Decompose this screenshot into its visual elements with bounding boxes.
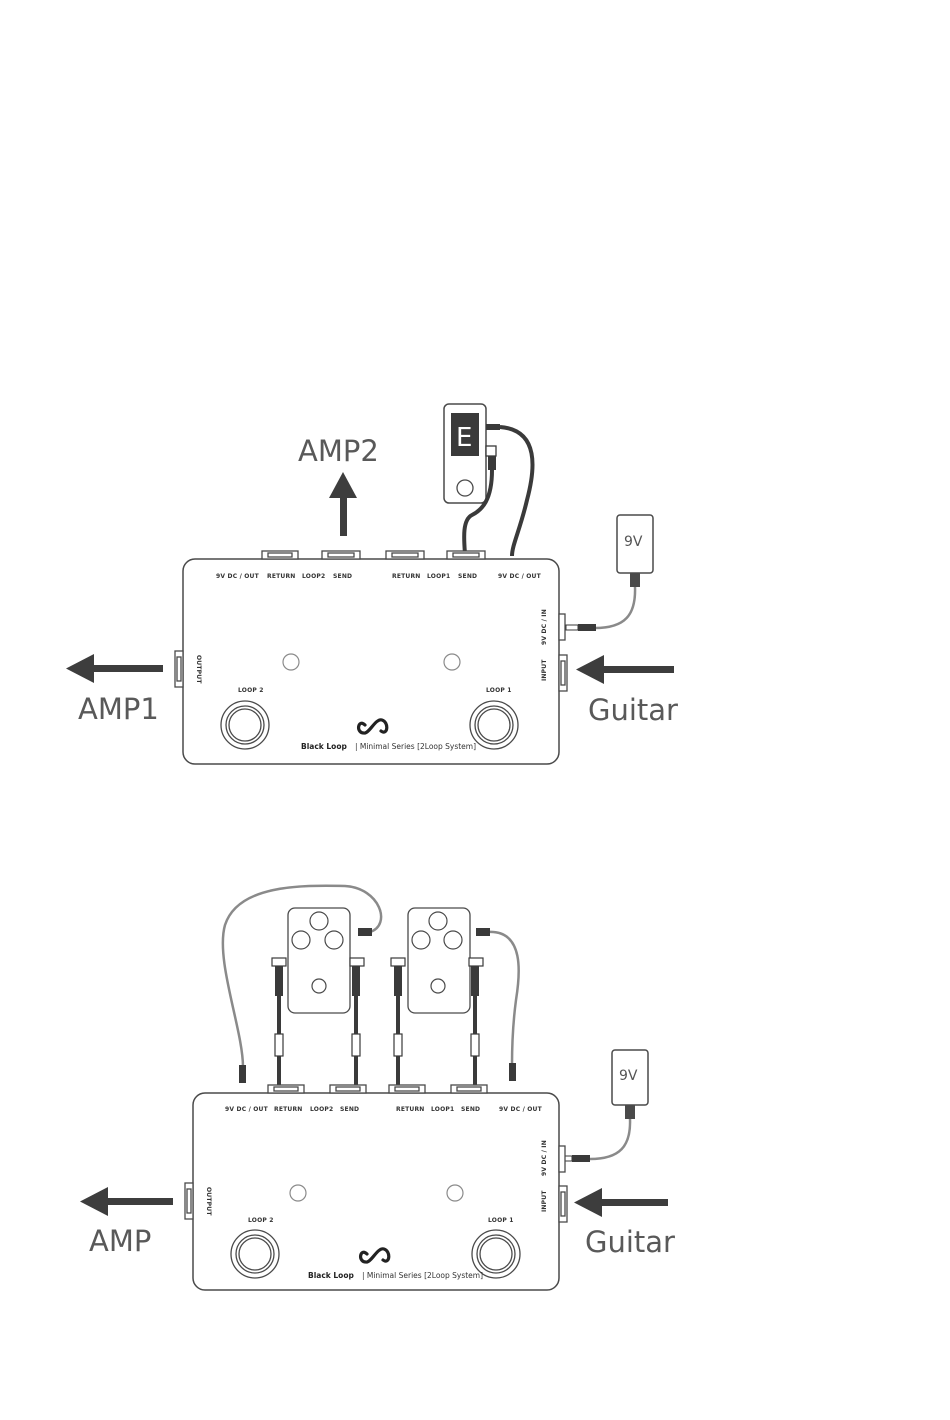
amp1-label: AMP1 [78,692,159,726]
jack-label-dc-out-left-b: 9V DC / OUT [225,1106,269,1113]
looper-body [182,558,560,765]
footswitch-loop1 [469,700,519,750]
looper-body-bottom [192,1092,560,1291]
power-cable [594,586,637,630]
top-jacks [261,550,486,560]
footswitch-label-loop2: LOOP 2 [238,687,264,694]
side-label-dc-in: 9V DC / IN [541,609,548,645]
power-cable-bottom [589,1118,632,1161]
brand-logo-icon-b [359,1247,391,1264]
jack-label-return-2-b: RETURN [274,1106,303,1113]
power-adapter-label-bottom: 9V [619,1068,638,1084]
jack-label-loop1-b: LOOP1 [431,1106,454,1113]
tuner-footswitch [456,479,474,497]
left-arrow-icon-b [80,1187,173,1216]
effect-pedal-1 [287,907,351,1014]
jack-label-loop2-b: LOOP2 [310,1106,333,1113]
brand-name: Black Loop [301,742,347,751]
top-jacks-bottom [267,1084,488,1094]
pedal2-power-cable [487,930,520,1066]
side-label-output-b: OUTPUT [205,1187,212,1216]
dc-daisy-cable [221,884,383,1068]
patch-cables [271,957,484,1086]
power-adapter: 9V [616,514,654,587]
footswitch-loop1-b [471,1229,521,1279]
led-loop2-b [289,1184,307,1202]
power-adapter-label: 9V [624,534,643,550]
diagram-bottom: 9V 9V DC / OUT RETURN LOOP2 SEND RETURN … [80,884,675,1291]
guitar-label-b: Guitar [585,1225,675,1259]
guitar-arrow-icon [576,655,674,684]
jack-label-send-1-b: SEND [461,1106,480,1113]
footswitch-loop2-b [230,1229,280,1279]
tuner-display-text: E [456,423,472,453]
brand-series-b: | Minimal Series [2Loop System] [362,1271,483,1280]
brand-text-b: Black Loop | Minimal Series [2Loop Syste… [308,1263,483,1282]
brand-text: Black Loop | Minimal Series [2Loop Syste… [301,734,476,753]
led-loop2 [282,653,300,671]
led-loop1-b [446,1184,464,1202]
power-plug [578,624,596,631]
guitar-arrow-icon-b [574,1188,668,1217]
footswitch-label-loop1: LOOP 1 [486,687,512,694]
jack-label-send-2: SEND [333,573,352,580]
footswitch-label-loop1-b: LOOP 1 [488,1217,514,1224]
jack-label-dc-out-left: 9V DC / OUT [216,573,260,580]
left-arrow-icon [66,654,163,683]
brand-series: | Minimal Series [2Loop System] [355,742,476,751]
jack-label-loop1: LOOP1 [427,573,450,580]
up-arrow-icon [329,472,357,536]
diagram-top: AMP2 E 9V [66,403,678,765]
jack-label-return-1: RETURN [392,573,421,580]
jack-label-dc-out-right: 9V DC / OUT [498,573,542,580]
led-loop1 [443,653,461,671]
side-label-dc-in-b: 9V DC / IN [541,1140,548,1176]
tuner-power-cable [499,425,535,557]
effect-pedal-2 [407,907,471,1014]
jack-label-loop2: LOOP2 [302,573,325,580]
side-jacks-bottom [184,1145,568,1223]
power-adapter-bottom: 9V [611,1049,649,1119]
jack-label-return-1-b: RETURN [396,1106,425,1113]
side-label-input-b: INPUT [541,1190,548,1212]
jack-label-send-1: SEND [458,573,477,580]
tuner-pedal: E [443,403,500,504]
footswitch-label-loop2-b: LOOP 2 [248,1217,274,1224]
brand-name-b: Black Loop [308,1271,354,1280]
side-label-input: INPUT [541,659,548,681]
guitar-label: Guitar [588,693,678,727]
amp-label-b: AMP [89,1224,151,1258]
brand-logo-icon [357,718,389,735]
footswitch-loop2 [220,700,270,750]
tuner-signal-cable [462,469,494,555]
amp2-label: AMP2 [298,434,379,468]
side-jacks [174,613,568,692]
jack-label-send-2-b: SEND [340,1106,359,1113]
side-label-output: OUTPUT [195,655,202,684]
jack-label-return-2: RETURN [267,573,296,580]
jack-label-dc-out-right-b: 9V DC / OUT [499,1106,543,1113]
